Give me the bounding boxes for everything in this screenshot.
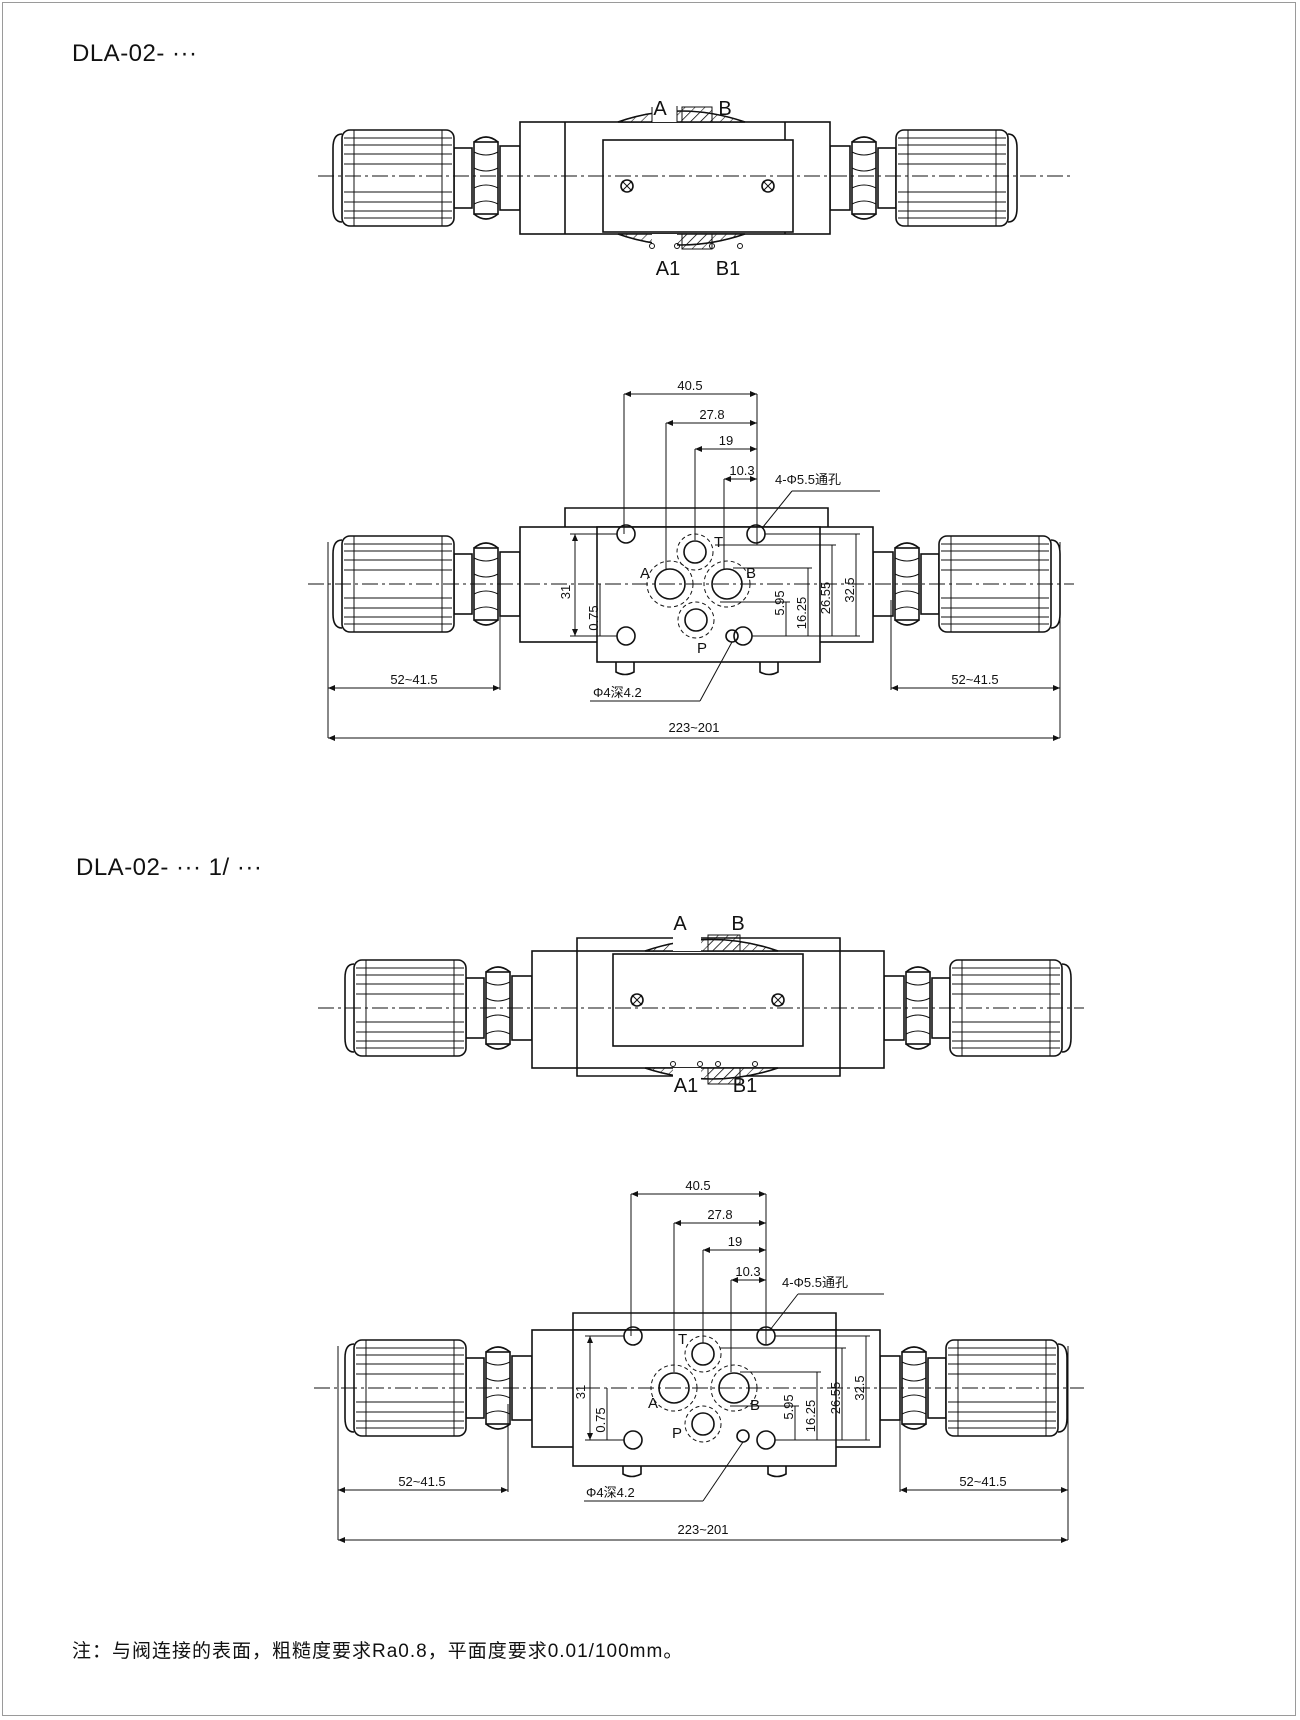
face-port-t-2: T [678,1331,687,1348]
dim-pin-2: Φ4深4.2 [586,1485,635,1500]
dim-left-52-2: 52~41.5 [398,1474,445,1489]
section-2-title: DLA-02- ··· 1/ ··· [76,854,263,881]
dim-16-25-2: 16.25 [803,1400,818,1433]
port-label-b-2: B [731,913,744,935]
surface-note: 注：与阀连接的表面，粗糙度要求Ra0.8，平面度要求0.01/100mm。 [72,1641,684,1662]
face-port-p: P [697,640,707,657]
dim-pin: Φ4深4.2 [593,685,642,700]
port-label-a-2: A [673,913,687,935]
dim-holes-2: 4-Φ5.5通孔 [782,1275,848,1290]
port-label-a: A [653,98,667,120]
face-port-p-2: P [672,1425,682,1442]
dim-26-55-2: 26.55 [828,1382,843,1415]
face-port-a: A [640,565,650,582]
face-view-1: 40.5 27.8 19 10.3 4-Φ5.5通孔 31 0.75 5.95 … [308,378,1074,741]
dim-right-52: 52~41.5 [951,672,998,687]
dim-19-2: 19 [728,1234,742,1249]
dim-27-8-2: 27.8 [707,1207,732,1222]
face-view-2: 40.5 27.8 19 10.3 4-Φ5.5通孔 31 0.75 5.95 … [314,1178,1084,1543]
dim-31: 31 [558,585,573,599]
dim-total-223: 223~201 [669,720,720,735]
dim-32-5-2: 32.5 [852,1375,867,1400]
face-port-t: T [714,534,723,551]
face-port-a-2: A [648,1395,658,1412]
port-label-b1: B1 [716,258,740,280]
dim-16-25: 16.25 [794,597,809,630]
port-label-b1-2: B1 [733,1075,757,1097]
dim-26-55: 26.55 [818,582,833,615]
dim-left-52: 52~41.5 [390,672,437,687]
top-view-2: A B A1 B1 [318,913,1084,1097]
face-port-b-2: B [750,1397,760,1414]
dim-0-75: 0.75 [586,605,601,630]
face-port-b: B [746,565,756,582]
dim-10-3: 10.3 [729,463,754,478]
dim-right-52-2: 52~41.5 [959,1474,1006,1489]
dim-40-5-2: 40.5 [685,1178,710,1193]
dim-32-5: 32.5 [842,577,857,602]
dim-19: 19 [719,433,733,448]
dim-27-8: 27.8 [699,407,724,422]
dim-10-3-2: 10.3 [735,1264,760,1279]
dim-5-95: 5.95 [772,590,787,615]
dim-40-5: 40.5 [677,378,702,393]
dim-0-75-2: 0.75 [593,1407,608,1432]
port-label-b: B [718,98,731,120]
dim-31-2: 31 [573,1385,588,1399]
section-1-title: DLA-02- ··· [72,40,198,67]
port-label-a1-2: A1 [674,1075,698,1097]
dim-5-95-2: 5.95 [781,1394,796,1419]
top-view-1: A B A1 B1 [318,98,1072,280]
port-label-a1: A1 [656,258,680,280]
dim-total-223-2: 223~201 [678,1522,729,1537]
dim-holes: 4-Φ5.5通孔 [775,472,841,487]
